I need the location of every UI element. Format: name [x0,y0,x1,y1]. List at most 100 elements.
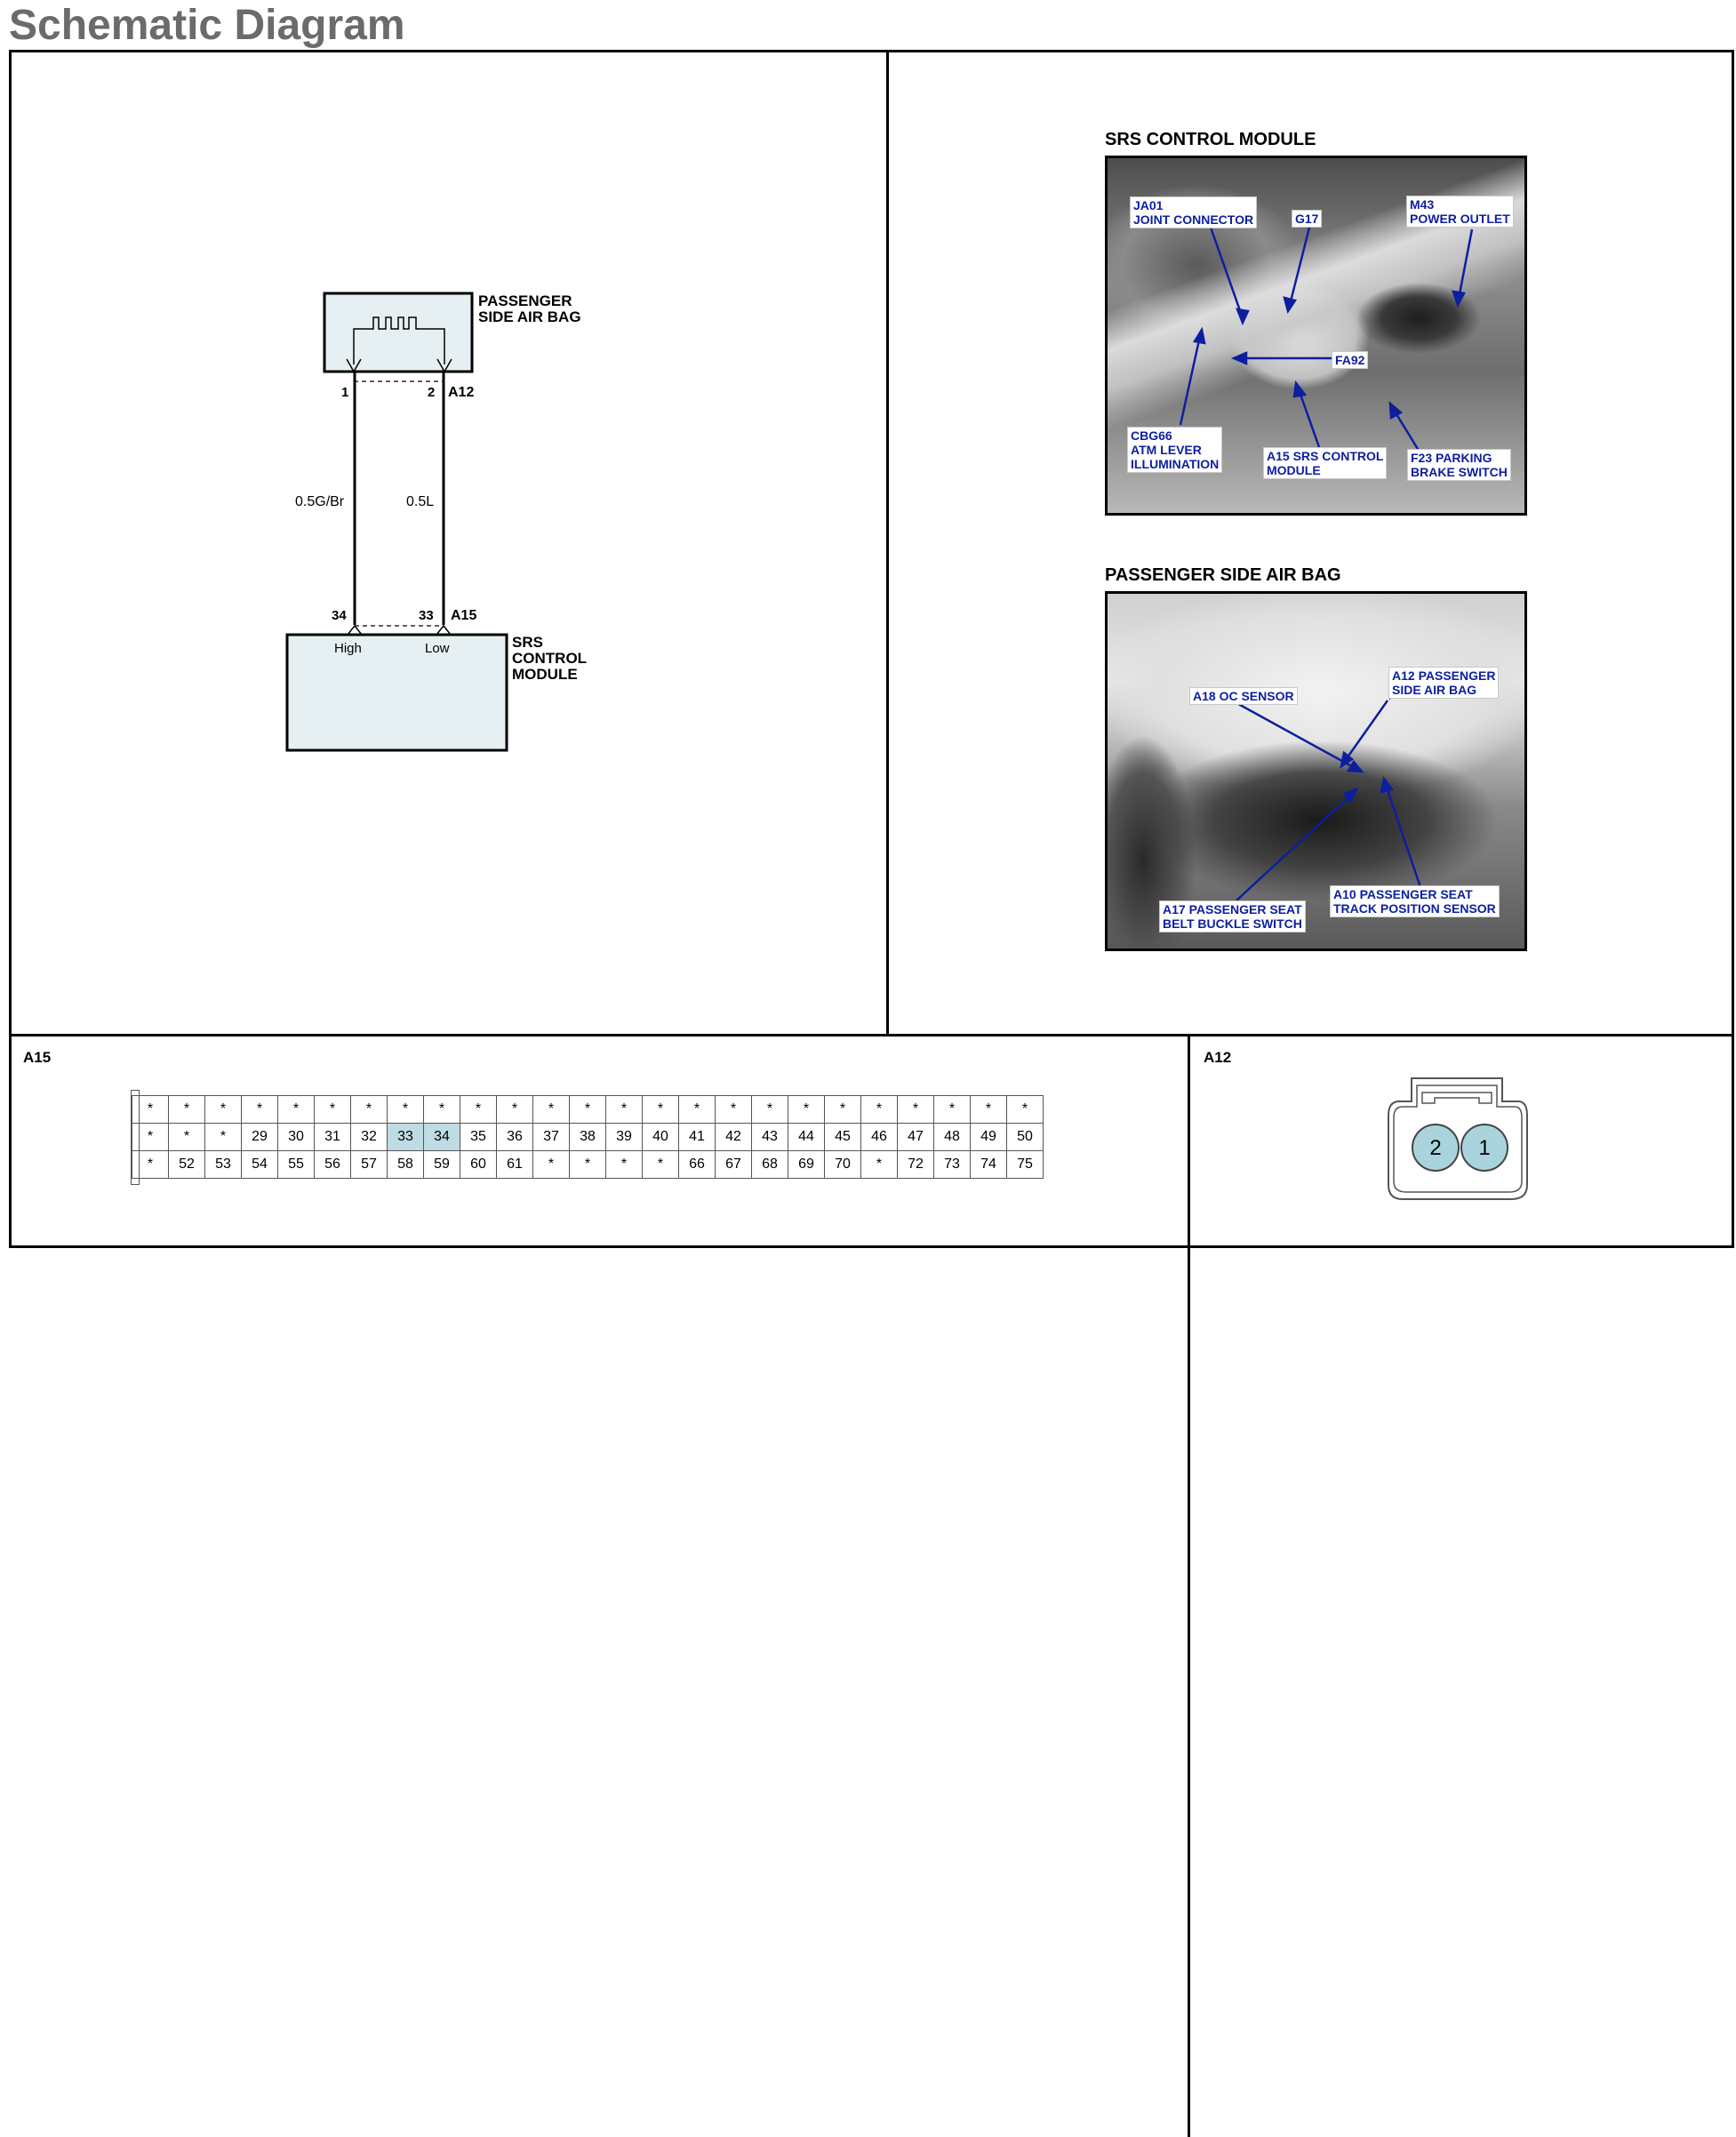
pin-cell: 40 [642,1123,679,1151]
wiring-schematic: PASSENGER SIDE AIR BAG 1 2 A12 0.5G/Br 0… [285,292,587,752]
squib-symbol [353,316,445,364]
horizontal-divider [9,1034,1734,1036]
bottom-component-label-3: MODULE [512,666,578,683]
callout-ja01: JA01 JOINT CONNECTOR [1130,196,1258,228]
callout-f23: F23 PARKING BRAKE SWITCH [1407,449,1511,481]
pin-cell: 47 [897,1123,934,1151]
pin-unused: * [204,1095,242,1124]
pin-cell: 32 [350,1123,388,1151]
pin-unused: * [532,1150,570,1179]
pin-unused: * [970,1095,1007,1124]
connector-a12-pin-1 [1460,1124,1508,1172]
pin-unused: * [605,1150,643,1179]
pin-cell: 56 [314,1150,351,1179]
pin-unused: * [751,1095,788,1124]
pin-cell: 72 [897,1150,934,1179]
pin-cell: 42 [715,1123,752,1151]
bottom-pin-left: 34 [332,608,347,623]
pin-cell: 46 [860,1123,898,1151]
pin-unused: * [1006,1095,1044,1124]
vertical-divider-bottom [1188,1034,1190,2137]
srs-module-box [285,633,508,752]
pin-cell: 37 [532,1123,570,1151]
pin-cell: 53 [204,1150,242,1179]
pin-cell: 74 [970,1150,1007,1179]
bottom-component-label-2: CONTROL [512,650,587,667]
top-pin-left: 1 [341,385,348,400]
photo2-title: PASSENGER SIDE AIR BAG [1105,565,1341,585]
pin-label-high: High [334,641,362,656]
connector-a12-face: 2 1 [1388,1077,1528,1200]
wire-right-spec: 0.5L [406,494,434,509]
pin-cell: 54 [241,1150,278,1179]
pin-unused: * [860,1150,898,1179]
bottom-pin-arrow-left [347,624,363,636]
pin-cell: 61 [496,1150,533,1179]
pin-cell: 38 [569,1123,606,1151]
pin-unused: * [642,1095,679,1124]
pin-unused: * [569,1095,606,1124]
pin-unused: * [824,1095,861,1124]
pin-unused: * [605,1095,643,1124]
pin-label-low: Low [425,641,450,656]
callout-cbg66: CBG66 ATM LEVER ILLUMINATION [1127,427,1223,473]
top-pin-right: 2 [428,385,435,400]
callout-a17: A17 PASSENGER SEAT BELT BUCKLE SWITCH [1159,900,1306,932]
pin-cell: 73 [933,1150,971,1179]
pin-unused: * [314,1095,351,1124]
pin-cell: 43 [751,1123,788,1151]
pin-unused: * [642,1150,679,1179]
passenger-airbag-photo: A18 OC SENSOR A12 PASSENGER SIDE AIR BAG… [1105,591,1527,951]
photo2-arrows [1231,697,1422,901]
pin-cell: 55 [277,1150,315,1179]
wire-left-spec: 0.5G/Br [295,494,345,509]
pin-1-label: 1 [1478,1136,1490,1160]
page-title: Schematic Diagram [9,2,405,49]
callout-m43: M43 POWER OUTLET [1406,196,1514,228]
vertical-divider-top [886,50,889,1036]
pin-2-label: 2 [1429,1136,1441,1160]
connector-a12-latch [1421,1092,1492,1104]
pin-cell: 68 [751,1150,788,1179]
pin-cell: 49 [970,1123,1007,1151]
pin-cell: 48 [933,1123,971,1151]
callout-g17: G17 [1292,210,1323,228]
connector-a12-title: A12 [1204,1049,1232,1066]
pin-unused: * [168,1123,205,1151]
pin-unused: * [132,1150,169,1179]
pin-cell: 75 [1006,1150,1044,1179]
pin-cell: 41 [678,1123,716,1151]
airbag-box [323,292,474,373]
pin-unused: * [277,1095,315,1124]
pin-cell: 60 [460,1150,497,1179]
pin-cell: 29 [241,1123,278,1151]
top-component-label-1: PASSENGER [478,292,572,309]
pin-row: ************************* [132,1095,1044,1124]
top-connector-id: A12 [448,385,474,400]
pin-cell: 66 [678,1150,716,1179]
connector-a12-pin-2 [1412,1124,1460,1172]
connector-a12-inner [1393,1085,1523,1193]
pin-cell: 35 [460,1123,497,1151]
srs-control-module-photo: JA01 JOINT CONNECTOR G17 M43 POWER OUTLE… [1105,156,1527,516]
pin-cell: 45 [824,1123,861,1151]
pin-unused: * [532,1095,570,1124]
pin-cell: 34 [423,1123,460,1151]
pin-unused: * [715,1095,752,1124]
pin-cell: 30 [277,1123,315,1151]
pin-cell: 58 [387,1150,424,1179]
pin-unused: * [132,1095,169,1124]
pin-unused: * [678,1095,716,1124]
callout-a18: A18 OC SENSOR [1189,687,1298,705]
pin-unused: * [788,1095,825,1124]
pin-unused: * [241,1095,278,1124]
pin-unused: * [897,1095,934,1124]
top-component-label-2: SIDE AIR BAG [478,308,581,325]
callout-a10: A10 PASSENGER SEAT TRACK POSITION SENSOR [1330,885,1500,917]
pin-unused: * [460,1095,497,1124]
callout-fa92: FA92 [1332,351,1369,369]
pin-cell: 70 [824,1150,861,1179]
bottom-pin-arrow-right [436,624,452,636]
